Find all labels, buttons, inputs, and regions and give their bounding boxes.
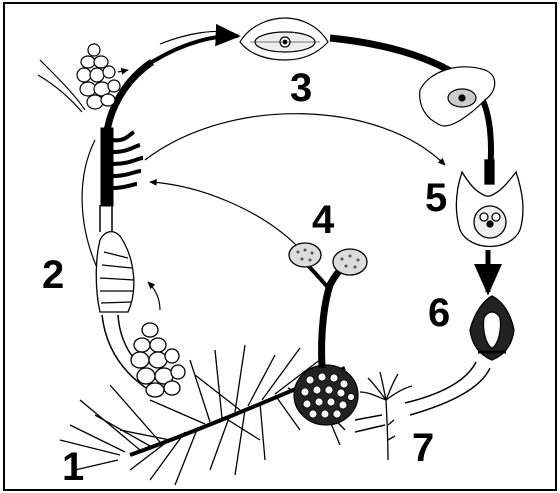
stage-7-label: 7 [412,428,434,468]
stage-5-label: 5 [425,178,447,218]
young-female-cones [289,243,367,368]
seedling [360,372,412,460]
stage-3-label: 3 [290,68,312,108]
stage-1-label: 1 [62,447,84,487]
male-cone-cluster [131,323,185,397]
microsporophyll-column [101,128,143,206]
seed-on-scale [470,296,514,360]
ovule-cross-section [240,18,328,60]
stage-4-label: 4 [312,200,334,240]
winged-seed [420,67,495,126]
pollen-cone-cluster [38,44,120,112]
ovule-with-embryo [456,160,523,247]
female-cone [294,365,358,425]
male-cone-stage-2 [96,232,134,312]
stage-2-label: 2 [42,255,64,295]
stage-6-label: 6 [428,293,450,333]
